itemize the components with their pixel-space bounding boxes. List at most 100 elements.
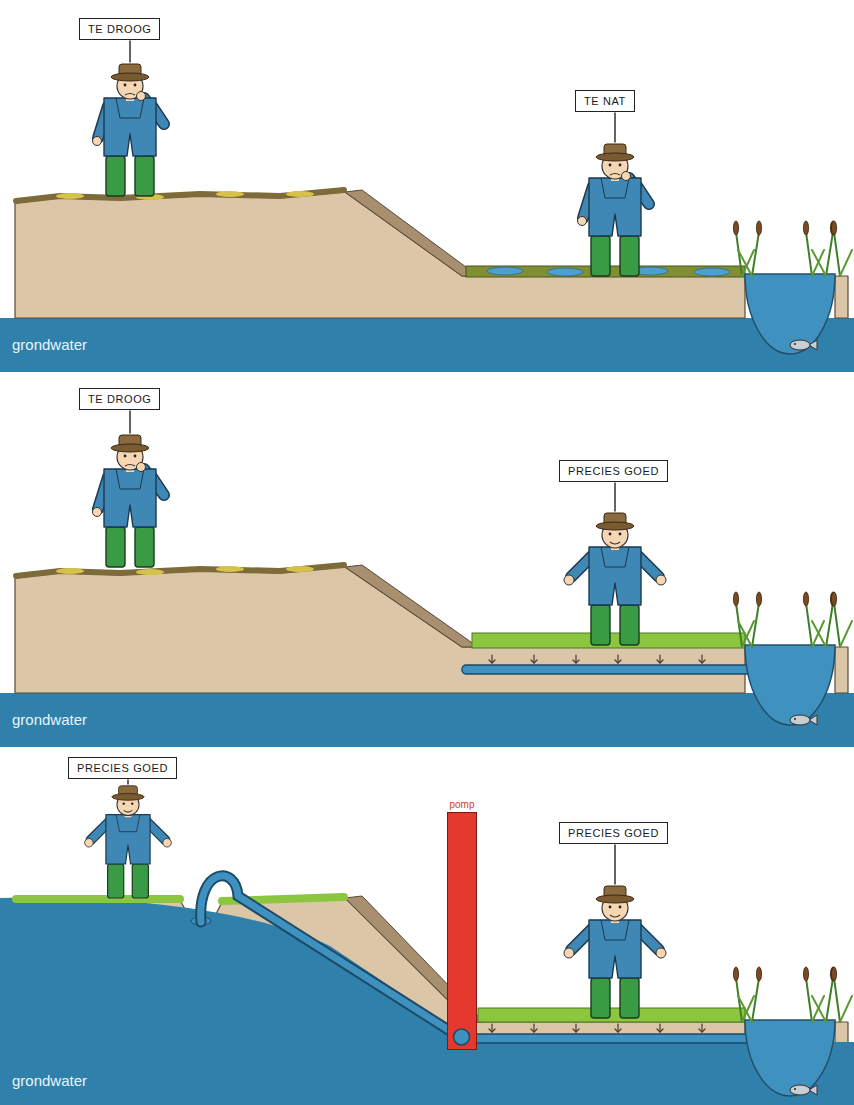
cattail	[756, 221, 761, 235]
farmer-eye	[619, 906, 622, 909]
farmer-boot	[620, 236, 639, 276]
fish-body	[790, 715, 810, 725]
farmer-eye	[124, 84, 127, 87]
farmer-eye	[609, 533, 612, 536]
puddle	[487, 267, 523, 275]
dike-slope	[345, 565, 478, 647]
cattail	[830, 967, 835, 981]
groundwater-label: grondwater	[12, 711, 87, 729]
drain-arrow-head	[657, 660, 663, 663]
farmer-mouth	[610, 542, 620, 544]
drain-arrow-head	[489, 660, 495, 663]
farmer-overalls	[104, 469, 156, 527]
reed-leaf	[840, 621, 852, 647]
farmer-mouth	[124, 810, 133, 812]
farmer-eye	[134, 455, 137, 458]
reed-stem	[806, 603, 812, 647]
farmer-hand	[578, 217, 587, 226]
farmer-mouth	[610, 174, 620, 176]
reed-stem	[752, 232, 759, 276]
farmer-overalls	[589, 920, 641, 978]
riser-pipe-outline	[201, 876, 458, 1036]
reed-stem	[834, 978, 840, 1022]
grass-strip	[478, 1008, 745, 1022]
speech-pointer	[127, 780, 128, 784]
reed-leaf	[738, 621, 752, 647]
drain-arrow-head	[573, 660, 579, 663]
puddle	[694, 268, 730, 276]
reed-stem	[826, 232, 833, 276]
dike-slope	[345, 190, 478, 276]
dry-topsoil	[16, 190, 344, 201]
drain-arrow-head	[615, 660, 621, 663]
reed-leaf	[840, 250, 852, 276]
drain-pipe	[462, 1034, 780, 1043]
farmer-hand	[656, 575, 666, 585]
farmer	[564, 513, 666, 645]
speech-text: TE DROOG	[88, 22, 151, 36]
farmer-boot	[106, 156, 125, 196]
farmer-hat-brim	[111, 444, 149, 452]
farmer-hat-brim	[111, 73, 149, 81]
reed-leaf	[840, 996, 852, 1022]
speech-text: PRECIES GOED	[568, 826, 659, 840]
farmer-hand	[622, 172, 631, 181]
panel	[0, 565, 854, 747]
speech-text: PRECIES GOED	[77, 761, 168, 775]
cattail	[831, 592, 836, 606]
speech-pointer	[129, 41, 130, 62]
farmer-hand	[163, 839, 172, 848]
pump-symbol	[448, 813, 475, 1048]
drain-arrow-head	[615, 1029, 621, 1032]
farmer-boot	[135, 156, 154, 196]
reed-leaf	[738, 996, 752, 1022]
dry-grass	[286, 191, 314, 197]
cattail	[831, 221, 836, 235]
pump-box: pomp	[447, 812, 477, 1050]
cattail	[733, 221, 738, 235]
farmer-boot	[591, 978, 610, 1018]
ditch-water	[745, 1020, 835, 1096]
farmer	[564, 886, 666, 1018]
reed-stem	[806, 232, 812, 276]
reed-stem	[834, 232, 840, 276]
cattail	[756, 592, 761, 606]
fish-eye	[794, 1088, 796, 1090]
farmer-boot	[620, 978, 639, 1018]
cattail	[830, 592, 835, 606]
fish-body	[790, 1085, 810, 1095]
farmer-boot	[108, 864, 124, 898]
farmer-mouth	[125, 94, 135, 96]
dry-grass	[286, 566, 314, 572]
farmer-eye	[123, 802, 125, 804]
farmer-boot	[132, 864, 148, 898]
speech-bubble: TE DROOG	[79, 18, 160, 40]
reed-leaf	[738, 250, 752, 276]
cattail	[803, 221, 808, 235]
drain-arrow-head	[699, 660, 705, 663]
farmer	[578, 144, 650, 276]
cattail	[831, 967, 836, 981]
farmer-hat-brim	[596, 895, 634, 903]
speech-bubble: TE NAT	[575, 90, 635, 112]
farmer-boot	[620, 605, 639, 645]
farmer-boot	[591, 605, 610, 645]
farmer-mouth	[610, 915, 620, 917]
pump-label: pomp	[449, 799, 474, 811]
farmer-hat-brim	[596, 153, 634, 161]
reed-stem	[834, 603, 840, 647]
farmer-overalls	[589, 178, 641, 236]
speech-text: PRECIES GOED	[568, 464, 659, 478]
farmer-hand	[93, 508, 102, 517]
cattail	[803, 592, 808, 606]
panel	[0, 190, 854, 372]
cattail	[830, 221, 835, 235]
farmer-overalls	[106, 815, 150, 864]
farmer-eye	[609, 906, 612, 909]
farmer-hat-brim	[112, 793, 144, 800]
farmer-hand	[93, 137, 102, 146]
farmer-eye	[609, 164, 612, 167]
speech-text: TE DROOG	[88, 392, 151, 406]
drain-arrow-head	[657, 1029, 663, 1032]
